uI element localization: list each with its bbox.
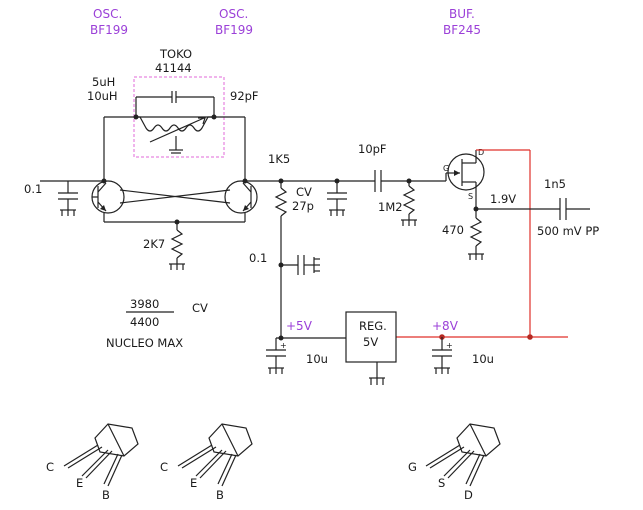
pin-label: B [102,488,110,502]
cap-1n5-label: 1n5 [544,177,566,191]
pin-label: C [46,460,54,474]
rail-5v-wire [275,335,346,350]
cap-left-symbol [58,181,78,216]
fraction-top: 3980 [130,297,159,311]
res-1m2-symbol [401,178,417,226]
toko-name: TOKO [159,47,192,61]
inductor-10uh-label: 10uH [87,89,118,103]
fet-pin-d: D [478,148,484,157]
buf-part: BF245 [443,23,481,37]
fraction-unit: CV [192,301,208,315]
regulator-block [345,311,397,385]
pin-label: E [190,476,197,490]
toko-part: 41144 [155,61,192,75]
fet-pin-s: S [468,192,473,201]
nucleo-note: NUCLEO MAX [106,336,183,350]
oscillator-wiring [40,116,375,225]
res-1m2-label: 1M2 [378,200,403,214]
res-470-symbol [468,209,484,260]
rail-8v-wire [396,334,568,350]
cap-left-label: 0.1 [24,182,42,196]
pin-label: E [76,476,83,490]
output-coupling [473,198,590,220]
elec-cap-left-symbol [266,349,286,374]
reg-line2: 5V [363,335,378,349]
rail-8v-label: +8V [432,319,459,333]
inductor-5uh-label: 5uH [92,75,115,89]
pin-label: S [438,476,445,490]
res-470-label: 470 [442,223,464,237]
cap-92pf-label: 92pF [230,89,259,103]
pin-label: C [160,460,168,474]
elec-cap-right-symbol [432,349,452,374]
pin-label: B [216,488,224,502]
elec-plus-left: + [280,341,287,350]
elec-plus-right: + [446,341,453,350]
transistor-left-symbol [91,180,125,214]
reg-line1: REG. [359,319,387,333]
res-2k7-symbol [169,222,185,270]
cv-label: CV [296,185,312,199]
cap-10u-left-label: 10u [306,352,328,366]
fraction-bottom: 4400 [130,315,159,329]
output-level-label: 500 mV PP [537,224,599,238]
osc1-part: BF199 [90,23,128,37]
cv-value: 27p [292,199,314,213]
cap-mid-label: 0.1 [249,251,267,265]
osc2-part: BF199 [215,23,253,37]
cap-cv-symbol [327,178,347,216]
transistor-right-symbol [224,180,258,214]
res-1k5-label: 1K5 [268,152,290,166]
res-2k7-label: 2K7 [143,237,165,251]
cap-mid-symbol [281,255,320,275]
drain-supply-wire [476,149,531,337]
pin-label: D [464,488,473,502]
cap-10pf-symbol [374,170,447,192]
pinout-bf245: G S D [408,423,501,502]
buf-title: BUF. [449,7,475,21]
cap-10u-right-label: 10u [472,352,494,366]
fet-pin-g: G [443,164,449,173]
pinout-bf199-2: C E B [160,423,253,502]
pin-label: G [408,460,417,474]
voltage-1v9-label: 1.9V [490,192,516,206]
osc1-title: OSC. [93,7,122,21]
pinout-bf199-1: C E B [46,423,139,502]
res-1k5-symbol [274,178,288,338]
jfet-symbol [446,150,485,209]
osc2-title: OSC. [219,7,248,21]
cap-10pf-label: 10pF [358,142,387,156]
rail-5v-label: +5V [286,319,313,333]
